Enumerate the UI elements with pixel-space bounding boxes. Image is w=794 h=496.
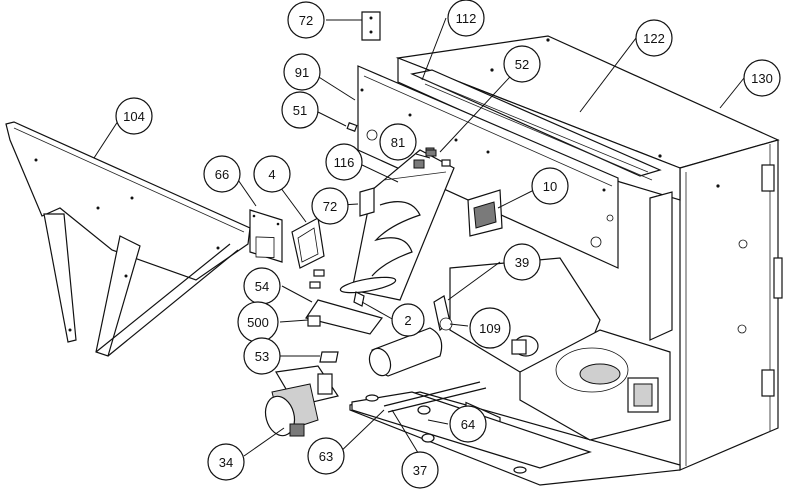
callout-34: 34: [207, 443, 245, 481]
side-frame-104: [5, 121, 251, 357]
gasket-4: [291, 217, 325, 269]
svg-text:37: 37: [413, 463, 427, 478]
svg-text:122: 122: [643, 31, 665, 46]
svg-text:64: 64: [461, 417, 475, 432]
svg-text:52: 52: [515, 57, 529, 72]
callout-4: 4: [253, 155, 291, 193]
callout-130: 130: [743, 59, 781, 97]
svg-text:10: 10: [543, 179, 557, 194]
callout-39: 39: [503, 243, 541, 281]
bracket-10: [467, 189, 503, 237]
svg-text:51: 51: [293, 103, 307, 118]
svg-text:116: 116: [334, 155, 355, 170]
callout-53: 53: [243, 337, 281, 375]
svg-text:66: 66: [215, 167, 229, 182]
callout-500: 500: [237, 301, 279, 343]
callout-66: 66: [203, 155, 241, 193]
callout-116: 116: [325, 143, 363, 181]
callout-63: 63: [307, 437, 345, 475]
svg-text:39: 39: [515, 255, 529, 270]
callout-109: 109: [469, 307, 511, 349]
callout-64: 64: [449, 405, 487, 443]
callout-122: 122: [635, 19, 673, 57]
svg-text:500: 500: [247, 315, 269, 330]
callout-91: 91: [283, 53, 321, 91]
svg-text:72: 72: [299, 13, 313, 28]
svg-text:104: 104: [123, 109, 145, 124]
callout-112: 112: [447, 0, 485, 37]
callout-72-lower: 72: [311, 187, 349, 225]
auger-assembly-116: [339, 147, 455, 301]
svg-text:109: 109: [479, 321, 501, 336]
svg-text:81: 81: [391, 135, 405, 150]
motor-34: [264, 365, 339, 437]
callout-54: 54: [243, 267, 281, 305]
plate-66: [249, 209, 283, 263]
callout-51: 51: [281, 91, 319, 129]
hardware-parts: [305, 11, 451, 363]
callout-104: 104: [115, 97, 153, 135]
callout-2: 2: [391, 303, 425, 337]
callout-10: 10: [531, 167, 569, 205]
svg-text:112: 112: [456, 11, 477, 26]
callout-37: 37: [401, 451, 439, 489]
callouts: 72 112 122 130 91 52 104 51: [115, 0, 781, 489]
svg-text:2: 2: [404, 313, 411, 328]
svg-text:130: 130: [751, 71, 773, 86]
svg-text:54: 54: [255, 279, 269, 294]
svg-text:72: 72: [323, 199, 337, 214]
callout-52: 52: [503, 45, 541, 83]
svg-text:53: 53: [255, 349, 269, 364]
callout-72-top: 72: [287, 1, 325, 39]
svg-text:91: 91: [295, 65, 309, 80]
cylinder-assembly: [368, 295, 539, 377]
svg-text:63: 63: [319, 449, 333, 464]
svg-text:34: 34: [219, 455, 233, 470]
svg-text:4: 4: [268, 167, 275, 182]
callout-81: 81: [379, 123, 417, 161]
